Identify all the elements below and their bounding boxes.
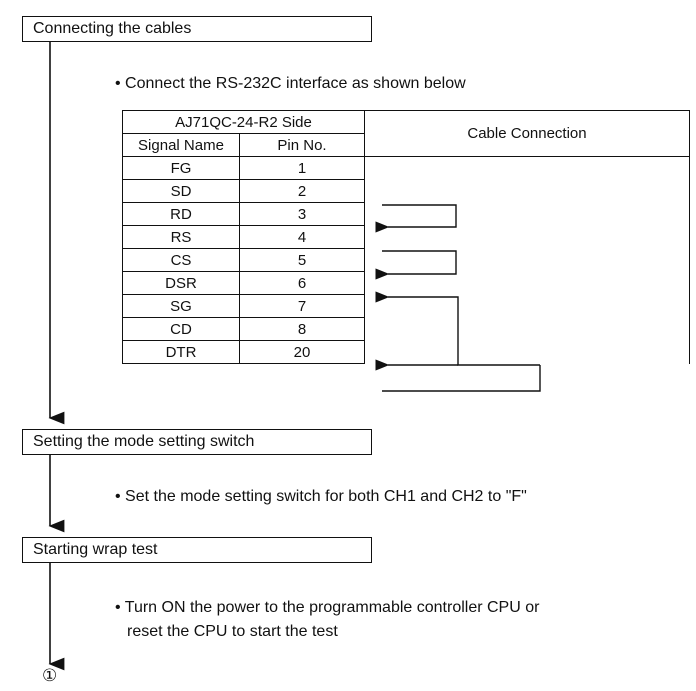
step-connecting-cables: Connecting the cables bbox=[22, 16, 372, 42]
signal-cell: CS bbox=[122, 248, 240, 272]
step-title: Setting the mode setting switch bbox=[33, 433, 255, 450]
pin-cell: 4 bbox=[239, 225, 365, 249]
pin-table: AJ71QC-24-R2 Side Cable Connection Signa… bbox=[122, 110, 690, 364]
continuation-marker: ① bbox=[42, 666, 58, 685]
pin-cell: 2 bbox=[239, 179, 365, 203]
pin-cell: 3 bbox=[239, 202, 365, 226]
note-mode: • Set the mode setting switch for both C… bbox=[115, 488, 527, 505]
note-start-line1: • Turn ON the power to the programmable … bbox=[115, 599, 540, 616]
note-start-line2: reset the CPU to start the test bbox=[127, 623, 338, 640]
signal-cell: CD bbox=[122, 317, 240, 341]
signal-cell: DSR bbox=[122, 271, 240, 295]
col-signal-name: Signal Name bbox=[122, 133, 240, 157]
signal-cell: SD bbox=[122, 179, 240, 203]
step-title: Starting wrap test bbox=[33, 541, 158, 558]
pin-cell: 5 bbox=[239, 248, 365, 272]
pin-cell: 7 bbox=[239, 294, 365, 318]
step-starting-wrap-test: Starting wrap test bbox=[22, 537, 372, 563]
col-pin-no: Pin No. bbox=[239, 133, 365, 157]
group-header: AJ71QC-24-R2 Side bbox=[122, 110, 365, 134]
signal-cell: DTR bbox=[122, 340, 240, 364]
step-mode-setting: Setting the mode setting switch bbox=[22, 429, 372, 455]
pin-cell: 20 bbox=[239, 340, 365, 364]
pin-cell: 1 bbox=[239, 156, 365, 180]
step-title: Connecting the cables bbox=[33, 20, 192, 37]
signal-cell: FG bbox=[122, 156, 240, 180]
signal-cell: SG bbox=[122, 294, 240, 318]
connection-cell bbox=[364, 156, 690, 364]
col-cable-connection: Cable Connection bbox=[364, 110, 690, 157]
pin-cell: 8 bbox=[239, 317, 365, 341]
signal-cell: RS bbox=[122, 225, 240, 249]
signal-cell: RD bbox=[122, 202, 240, 226]
note-connect: • Connect the RS-232C interface as shown… bbox=[115, 75, 466, 92]
pin-cell: 6 bbox=[239, 271, 365, 295]
